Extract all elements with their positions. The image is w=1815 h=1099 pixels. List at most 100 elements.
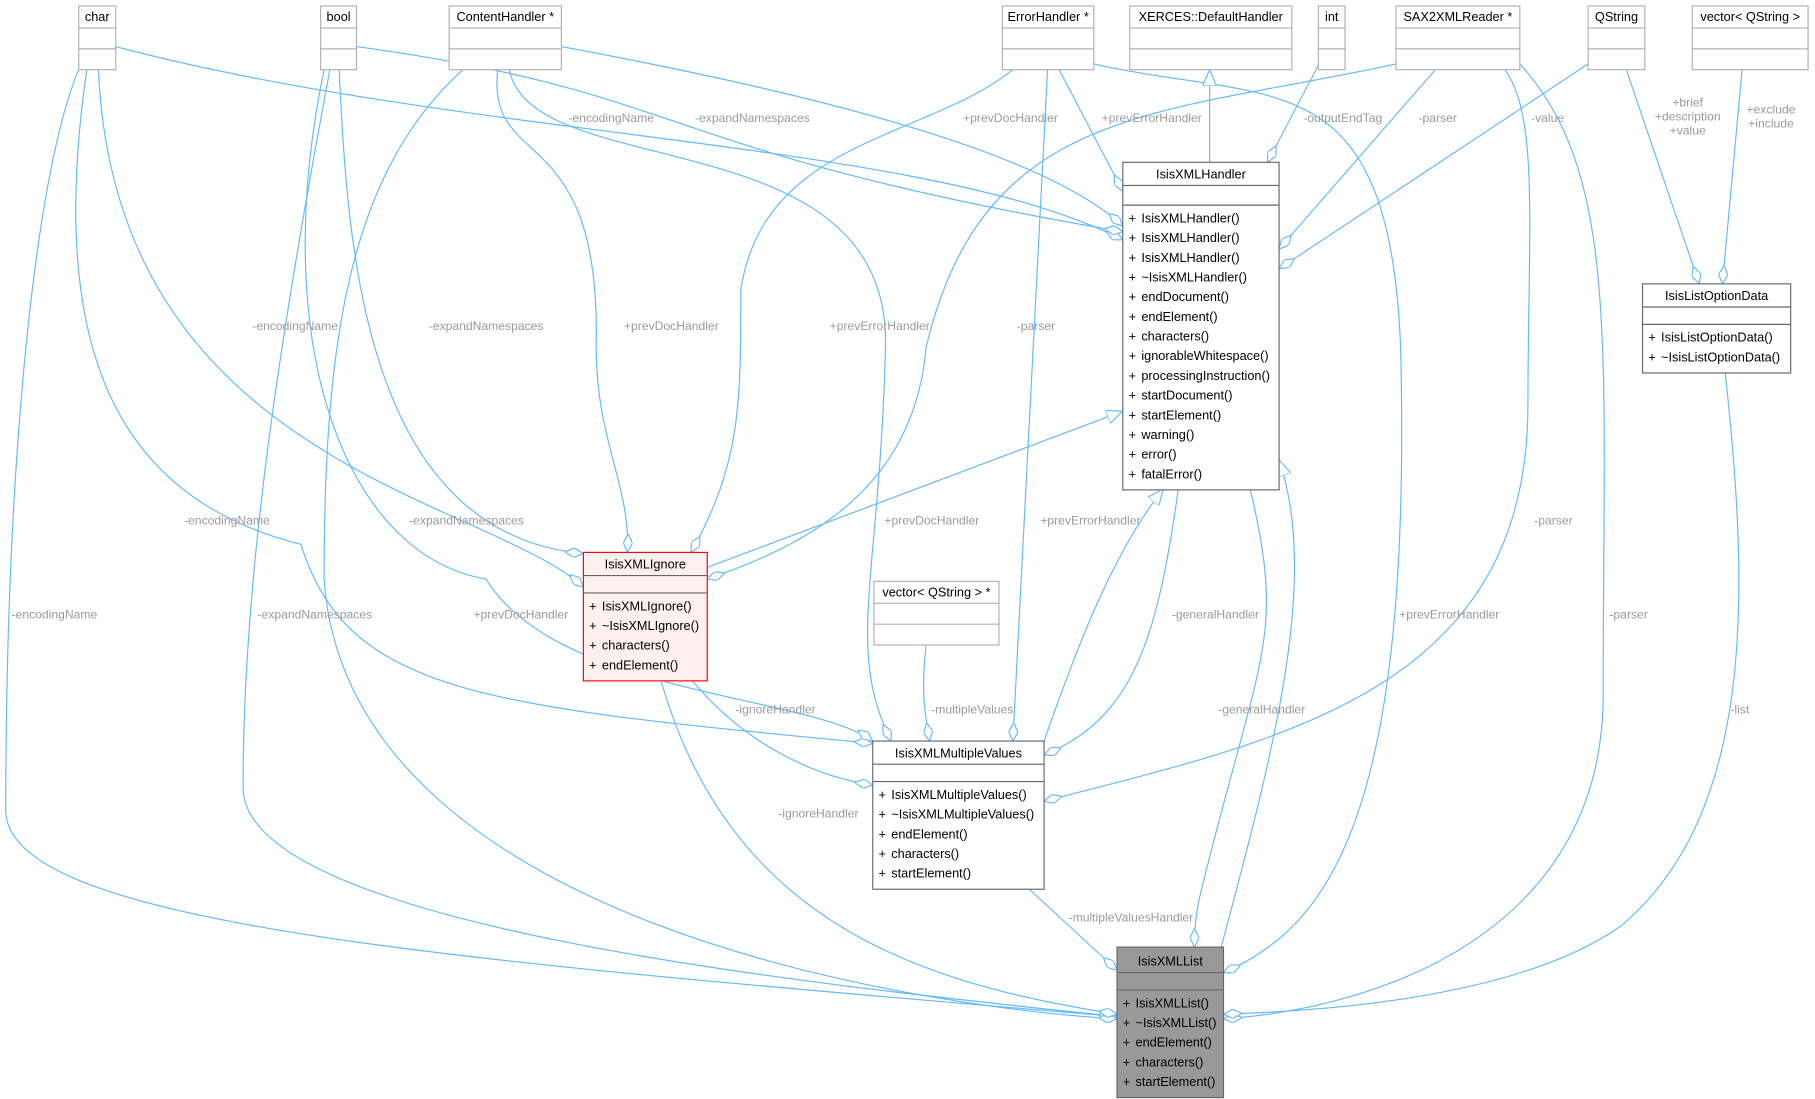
edge-label: -list	[1730, 702, 1750, 716]
member-visibility: +	[1129, 466, 1136, 481]
member-method[interactable]: ~IsisXMLHandler()	[1141, 270, 1247, 285]
class-vectorqstring[interactable]: vector< QString >	[1691, 5, 1809, 71]
edge-label: +prevDocHandler	[963, 111, 1058, 125]
member-visibility: +	[1123, 1054, 1130, 1069]
member-method[interactable]: characters()	[1136, 1054, 1204, 1069]
member-method[interactable]: startElement()	[1136, 1074, 1216, 1089]
class-name[interactable]: vector< QString > *	[882, 584, 990, 599]
edge-contenthandler-list	[323, 69, 1117, 1019]
edge-optiondata-list	[1224, 368, 1740, 1014]
member-visibility: +	[879, 826, 886, 841]
class-name[interactable]: QString	[1595, 9, 1638, 24]
class-box	[320, 5, 358, 71]
member-method[interactable]: ~IsisListOptionData()	[1661, 349, 1780, 364]
class-list[interactable]: IsisXMLList + IsisXMLList() + ~IsisXMLList()…	[1116, 946, 1225, 1099]
member-method[interactable]: error()	[1141, 447, 1176, 462]
edge-label: -ignoreHandler	[735, 702, 815, 716]
class-qstring[interactable]: QString	[1587, 5, 1646, 71]
member-method[interactable]: startElement()	[891, 866, 971, 881]
member-visibility: +	[589, 657, 596, 672]
class-name[interactable]: IsisXMLMultipleValues	[895, 745, 1022, 760]
member-method[interactable]: IsisListOptionData()	[1661, 330, 1773, 345]
class-optiondata[interactable]: IsisListOptionData+IsisListOptionData()+…	[1641, 283, 1792, 374]
member-visibility: +	[1123, 1015, 1130, 1030]
class-box	[1691, 5, 1809, 71]
member-visibility: +	[1129, 250, 1136, 265]
member-method[interactable]: IsisXMLHandler()	[1141, 210, 1239, 225]
member-visibility: +	[1123, 1074, 1130, 1089]
edge-handler-list	[1195, 488, 1267, 947]
member-method[interactable]: IsisXMLHandler()	[1141, 250, 1239, 265]
member-method[interactable]: endElement()	[891, 826, 967, 841]
edges	[5, 40, 1743, 1019]
class-int[interactable]: int	[1317, 5, 1346, 71]
class-sax2[interactable]: SAX2XMLReader *	[1395, 5, 1521, 71]
class-name[interactable]: int	[1325, 9, 1339, 24]
edge-label: -parser	[1017, 319, 1055, 333]
class-contenthandler[interactable]: ContentHandler *	[448, 5, 562, 71]
class-multiple[interactable]: IsisXMLMultipleValues + IsisXMLMultipleVal…	[872, 740, 1045, 890]
edge-label: -parser	[1609, 607, 1647, 621]
member-method[interactable]: ~IsisXMLIgnore()	[602, 618, 699, 633]
edge-label: -generalHandler	[1172, 607, 1259, 621]
class-bool[interactable]: bool	[320, 5, 358, 71]
member-visibility: +	[879, 846, 886, 861]
edge-sax-list	[1224, 63, 1605, 1019]
edge-label: +exclude	[1747, 103, 1796, 117]
class-name[interactable]: ContentHandler *	[456, 9, 554, 24]
class-name[interactable]: IsisXMLHandler	[1156, 167, 1247, 182]
class-name[interactable]: XERCES::DefaultHandler	[1139, 9, 1284, 24]
member-method[interactable]: fatalError()	[1141, 466, 1202, 481]
member-method[interactable]: IsisXMLHandler()	[1141, 230, 1239, 245]
edge-errorhandler-multiple	[1013, 69, 1049, 741]
member-method[interactable]: characters()	[1141, 329, 1209, 344]
member-method[interactable]: characters()	[891, 846, 959, 861]
class-box	[873, 580, 1000, 646]
member-method[interactable]: IsisXMLMultipleValues()	[891, 787, 1026, 802]
member-method[interactable]: endElement()	[1136, 1035, 1212, 1050]
member-visibility: +	[1129, 368, 1136, 383]
class-xerces[interactable]: XERCES::DefaultHandler	[1129, 5, 1293, 71]
member-visibility: +	[1123, 1035, 1130, 1050]
class-name[interactable]: char	[85, 9, 111, 24]
class-name[interactable]: IsisListOptionData	[1665, 288, 1769, 303]
class-name[interactable]: SAX2XMLReader *	[1403, 9, 1512, 24]
member-method[interactable]: startDocument()	[1141, 388, 1232, 403]
member-method[interactable]: processingInstruction()	[1141, 368, 1270, 383]
class-name[interactable]: IsisXMLIgnore	[605, 557, 686, 572]
member-method[interactable]: warning()	[1140, 427, 1194, 442]
edge-sax-ignore	[707, 63, 1397, 579]
member-method[interactable]: endDocument()	[1141, 289, 1229, 304]
edge-bool-handler	[356, 45, 1123, 232]
edge-label: -parser	[1418, 111, 1456, 125]
edge-label: -multipleValues	[931, 702, 1013, 716]
class-handler[interactable]: IsisXMLHandler + IsisXMLHandler() + IsisXMLH…	[1122, 161, 1280, 491]
edge-label: -generalHandler	[1218, 702, 1305, 716]
member-method[interactable]: startElement()	[1141, 407, 1221, 422]
edge-labels: -encodingName -encodingName -encodingNam…	[12, 96, 1796, 925]
member-method[interactable]: ~IsisXMLMultipleValues()	[891, 807, 1034, 822]
member-method[interactable]: IsisXMLIgnore()	[602, 598, 692, 613]
class-name[interactable]: ErrorHandler *	[1007, 9, 1088, 24]
class-name[interactable]: bool	[327, 9, 351, 24]
edge-handler-ignore-inherit	[707, 411, 1123, 568]
member-method[interactable]: IsisXMLList()	[1136, 995, 1210, 1010]
member-visibility: +	[1129, 407, 1136, 422]
member-method[interactable]: ~IsisXMLList()	[1136, 1015, 1217, 1030]
class-name[interactable]: IsisXMLList	[1138, 954, 1203, 969]
edge-label: +prevErrorHandler	[830, 319, 930, 333]
class-char[interactable]: char	[78, 5, 117, 71]
class-errorhandler[interactable]: ErrorHandler *	[1001, 5, 1095, 71]
member-method[interactable]: ignorableWhitespace()	[1141, 348, 1268, 363]
member-method[interactable]: endElement()	[602, 657, 678, 672]
class-name[interactable]: vector< QString >	[1700, 9, 1800, 24]
edge-label: -expandNamespaces	[695, 111, 810, 125]
edge-errorhandler-ignore	[691, 69, 1014, 553]
class-vectorqstringptr[interactable]: vector< QString > *	[873, 580, 1000, 646]
class-ignore[interactable]: IsisXMLIgnore+IsisXMLIgnore()+~IsisXMLIg…	[582, 551, 708, 682]
edge-label: -encodingName	[568, 111, 654, 125]
member-method[interactable]: characters()	[602, 638, 670, 653]
edge-label: +brief	[1672, 96, 1703, 110]
member-visibility: +	[1123, 995, 1130, 1010]
member-method[interactable]: endElement()	[1141, 309, 1217, 324]
